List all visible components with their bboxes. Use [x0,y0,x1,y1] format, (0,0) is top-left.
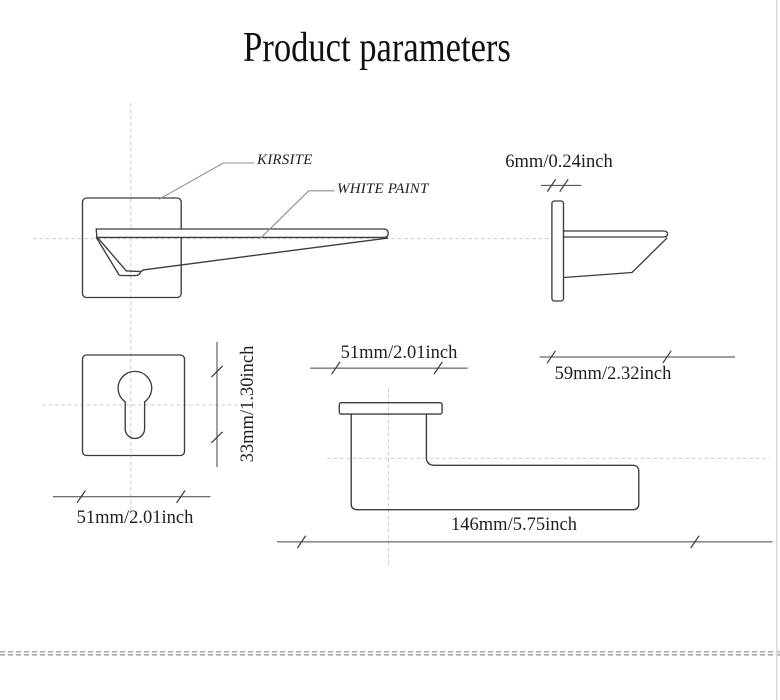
dim-text-rose-width-plan: 51mm/2.01inch [340,342,458,363]
dimension-overall-length [277,535,773,549]
escutcheon-plate [81,354,186,457]
lever-plan [350,413,640,511]
dimension-rose-width-plan [310,361,468,375]
plan-view [277,361,773,549]
dim-text-overall-length: 146mm/5.75inch [451,515,577,536]
dim-text-rose-height: 33mm/1.30inch [237,345,258,462]
dim-text-rose-thickness: 6mm/0.24inch [505,151,613,172]
lever-blade [95,228,389,239]
lever-neck-inner [96,236,127,272]
profile-view [539,178,735,364]
side-view [81,162,389,299]
lever-wedge-underside [563,237,668,279]
label-kirsite: KIRSITE [257,151,313,168]
kirsite-leader [158,162,255,200]
white-paint-leader [260,190,335,239]
bottom-border [0,651,780,656]
dimension-projection [539,350,735,364]
dimension-rose-width [52,490,211,504]
rose-plate-plan [338,402,443,415]
dim-text-rose-width: 51mm/2.01inch [76,508,194,529]
rose-plate-profile [551,200,565,302]
lever-foot-top [125,270,142,273]
lever-neck-outer [95,236,119,274]
keyhole [117,370,153,440]
lever-foot [117,269,144,277]
page-title: Product parameters [243,25,511,71]
lever-underside [142,237,389,271]
dimension-rose-height [211,342,223,467]
label-white-paint: WHITE PAINT [337,180,429,197]
lever-grip-end [562,230,669,238]
dim-text-projection: 59mm/2.32inch [554,363,672,384]
escutcheon-view [52,342,223,504]
rose-plate-side [81,197,182,299]
dimension-rose-thickness [541,178,582,192]
centerlines [33,103,770,566]
